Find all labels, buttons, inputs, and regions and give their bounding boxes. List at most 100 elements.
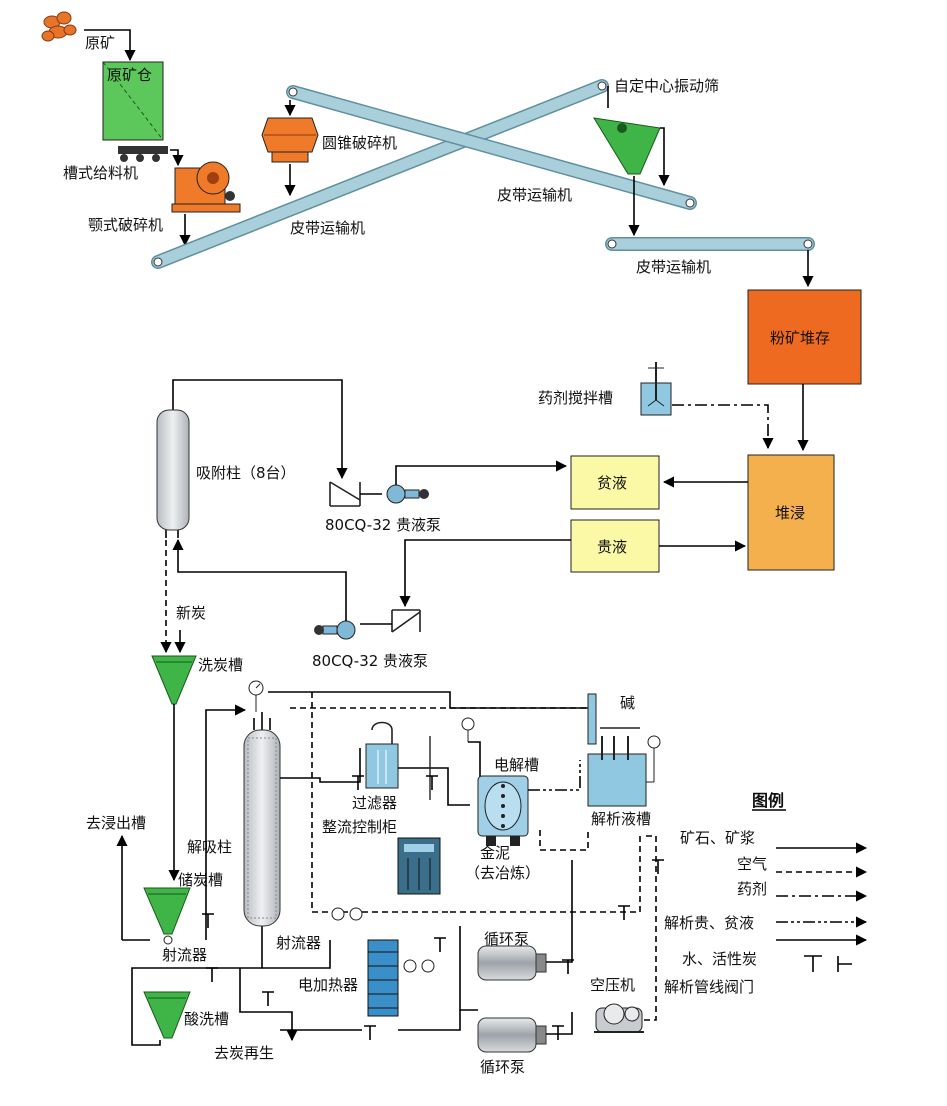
gauge2-line	[468, 741, 481, 790]
flow-pump-to-barren	[395, 460, 568, 485]
flow-ore-to-bin	[84, 29, 136, 62]
adsorption-column-label: 吸附柱（8台）	[196, 464, 296, 482]
pump2-discharge	[546, 1012, 573, 1035]
flow-pump-to-column	[172, 538, 347, 621]
barren-solution-label: 贫液	[597, 474, 627, 492]
heap-leach	[747, 454, 835, 571]
carbon-wash-tank	[151, 655, 197, 705]
rectifier-cabinet-label: 整流控制柜	[322, 818, 397, 836]
vibrating-screen	[593, 117, 661, 175]
carbon-regen-label: 去炭再生	[214, 1044, 274, 1062]
ejector-2-label: 射流器	[276, 934, 321, 952]
carbon-storage-tank	[143, 887, 191, 935]
circulation-pump-1	[477, 945, 547, 981]
circ-pump-1-label: 循环泵	[484, 930, 529, 948]
flow-filter-to-cell	[398, 767, 470, 806]
pressure-gauge-5	[403, 959, 435, 973]
pregnant-pump-bottom	[314, 620, 356, 640]
fine-ore-storage-label: 粉矿堆存	[770, 329, 830, 347]
pregnant-pump-top	[386, 484, 429, 504]
air-compressor-line	[644, 835, 657, 1021]
to-leach-tank-label: 去浸出槽	[86, 814, 146, 832]
jaw-crusher-label: 颚式破碎机	[88, 216, 163, 234]
vibrating-screen-label: 自定中心振动筛	[614, 77, 719, 95]
electric-heater-label: 电加热器	[298, 976, 358, 994]
rectifier-cabinet	[397, 837, 441, 895]
pressure-gauge-1	[248, 680, 264, 712]
filter-label: 过滤器	[352, 794, 397, 812]
legend-item-1-label: 矿石、矿浆	[680, 829, 755, 847]
legend-item-2-label: 空气	[737, 855, 767, 873]
filter	[365, 721, 399, 789]
flow-reagent-to-leach	[672, 404, 774, 450]
air-line-left	[311, 692, 450, 913]
electrolytic-cell-label: 电解槽	[494, 756, 539, 774]
jaw-crusher	[171, 161, 241, 213]
ejector-1-label: 射流器	[162, 946, 207, 964]
to-smelting-label: （去冶炼）	[465, 864, 540, 882]
acid-wash-tank-label: 酸洗槽	[184, 1010, 229, 1028]
pressure-gauge-3	[646, 735, 661, 783]
desorption-tank-label: 解析液槽	[591, 810, 651, 828]
legend-valve-label: 解析管线阀门	[664, 978, 754, 996]
flow-to-carbon-regen	[239, 968, 298, 1042]
heap-leach-label: 堆浸	[775, 504, 805, 522]
pump-lines-left	[459, 926, 478, 1011]
belt-conveyor-3-label: 皮带运输机	[636, 258, 711, 276]
heater-return	[398, 1010, 461, 1031]
pressure-gauge-2	[461, 717, 475, 742]
legend-item-3-label: 药剂	[737, 880, 767, 898]
solution-line-top	[268, 691, 591, 709]
desorption-tank	[587, 736, 647, 807]
pressure-gauge-4	[331, 907, 363, 921]
flow-desorption-to-acid	[131, 946, 263, 1046]
air-compressor	[594, 1003, 644, 1033]
check-valve-bottom	[391, 609, 421, 633]
legend: 图例 矿石、矿浆 空气 药剂 解析贵、贫液 水、活性炭 解析管线阀门	[664, 791, 868, 996]
air-compressor-label: 空压机	[590, 976, 635, 994]
flow-to-heater	[262, 940, 331, 969]
ejector-1	[163, 935, 173, 945]
gold-mud-label: 金泥	[480, 844, 510, 862]
bin-diagonal	[102, 61, 164, 141]
pump1-discharge	[546, 860, 573, 963]
adsorption-column	[156, 404, 190, 538]
electrolytic-cell	[477, 775, 529, 846]
flow-storage-to-desorption	[205, 704, 247, 940]
reagent-tank	[640, 362, 672, 416]
legend-valve-icon	[804, 955, 852, 972]
raw-ore-label: 原矿	[85, 34, 115, 52]
flow-pregnant-to-valve-bottom	[399, 539, 571, 608]
flow-column-to-filter	[280, 748, 361, 783]
desorption-column-label: 解吸柱	[187, 838, 232, 856]
reagent-tank-label: 药剂搅拌槽	[538, 389, 613, 407]
trough-feeder	[118, 146, 168, 162]
pregnant-solution-box	[570, 519, 660, 573]
carbon-storage-tank-label: 储炭槽	[178, 871, 223, 889]
flow-cell-to-tank	[528, 760, 581, 791]
pregnant-solution-label: 贵液	[597, 538, 627, 556]
alkali-label: 碱	[620, 694, 635, 712]
raw-ore-bin-label: 原矿仓	[107, 66, 152, 84]
legend-item-5-label: 水、活性炭	[682, 950, 757, 968]
circ-pump-2-label: 循环泵	[480, 1058, 525, 1076]
flow-column-to-valve-top	[172, 379, 348, 480]
valve-symbols	[202, 775, 664, 1040]
belt-conveyor-2	[287, 86, 696, 209]
alkali-feed	[587, 693, 640, 745]
pump-top-label: 80CQ-32 贵液泵	[325, 516, 441, 534]
cone-crusher	[261, 117, 319, 163]
new-carbon-label: 新炭	[176, 604, 206, 622]
carbon-wash-tank-label: 洗炭槽	[198, 656, 243, 674]
circulation-pump-2	[477, 1017, 547, 1053]
trough-feeder-label: 槽式给料机	[63, 164, 138, 182]
barren-solution-box	[570, 455, 660, 510]
belt-conveyor-1-label: 皮带运输机	[290, 219, 365, 237]
return-cell-loop	[539, 830, 589, 851]
flow-screen-oversize	[658, 127, 670, 187]
legend-item-4-label: 解析贵、贫液	[664, 914, 754, 932]
fine-ore-storage	[747, 289, 862, 385]
cone-crusher-label: 圆锥破碎机	[322, 134, 397, 152]
belt-conveyor-1	[152, 80, 608, 268]
